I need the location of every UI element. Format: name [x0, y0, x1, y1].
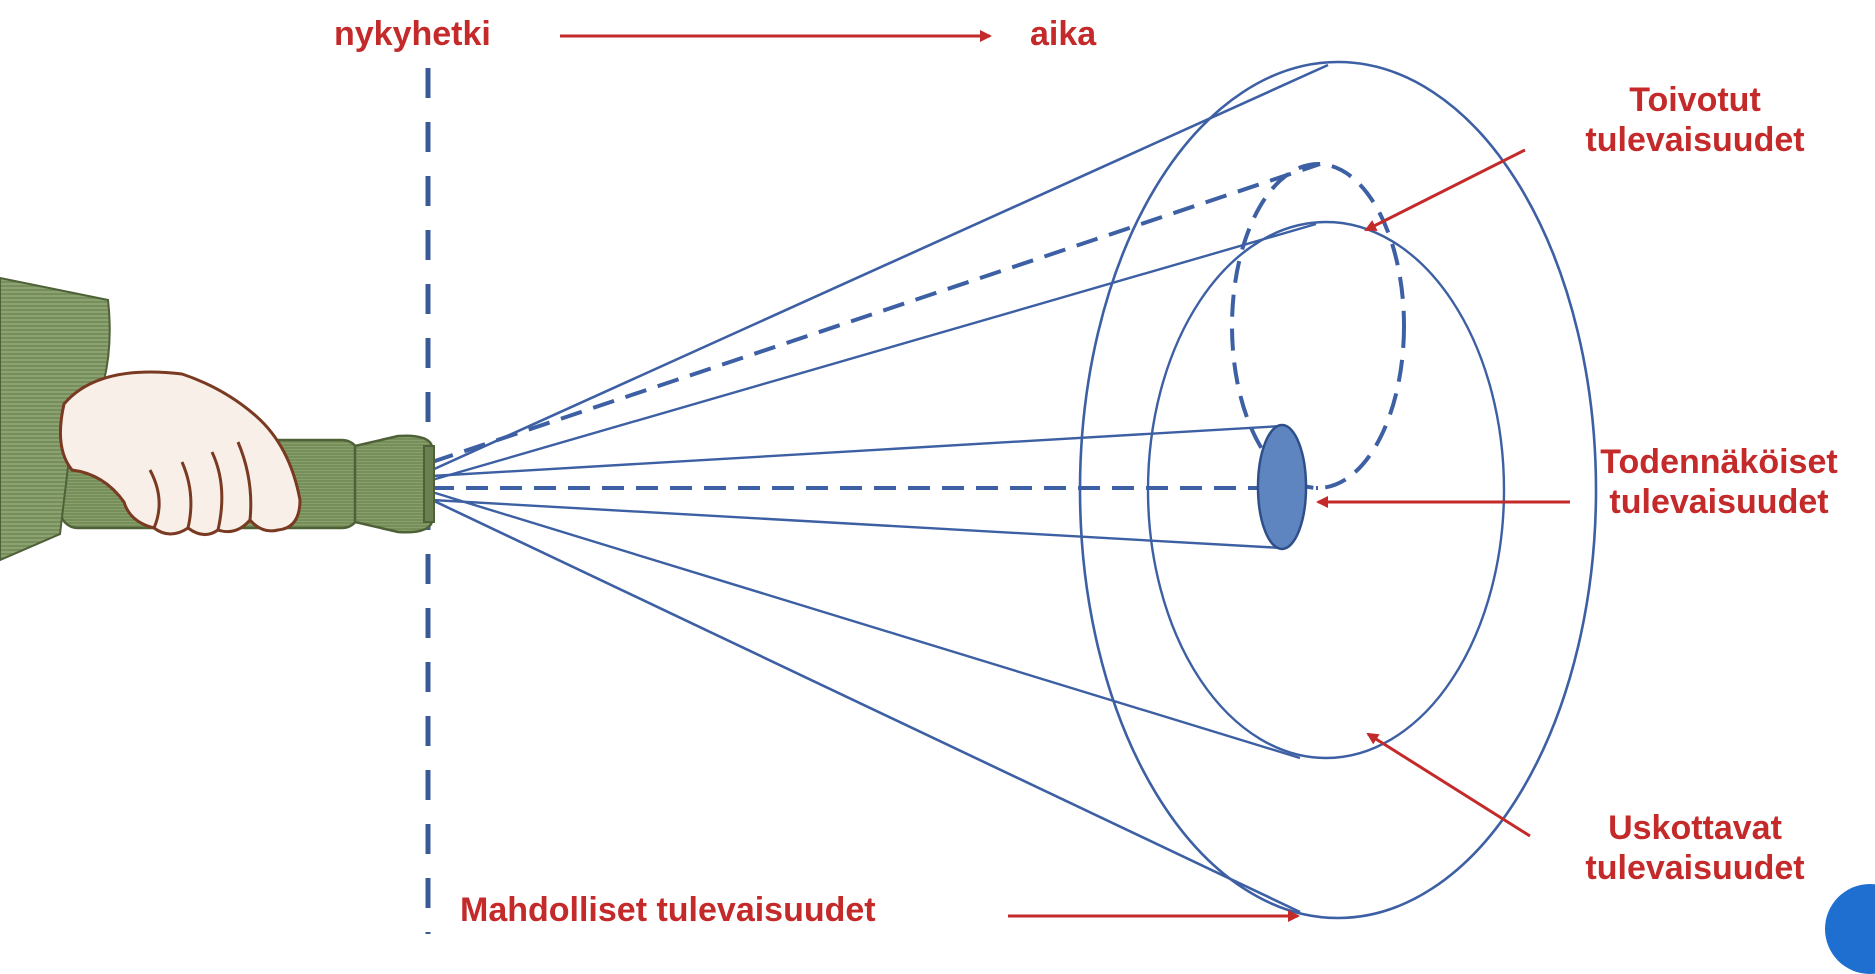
- plausible-label-line2: tulevaisuudet: [1585, 849, 1805, 887]
- probable-futures-label: Todennäköiset tulevaisuudet: [1574, 442, 1864, 522]
- now-label: nykyhetki: [334, 15, 491, 53]
- plausible-futures-label: Uskottavat tulevaisuudet: [1560, 808, 1830, 888]
- possible-futures-label: Mahdolliset tulevaisuudet: [460, 891, 876, 929]
- preferred-label-line1: Toivotut: [1629, 81, 1761, 119]
- probable-ellipse: [1256, 423, 1308, 551]
- time-label: aika: [1030, 15, 1097, 53]
- plausible-label-line1: Uskottavat: [1608, 809, 1782, 847]
- probable-cone: [431, 424, 1283, 550]
- plausible-cone: [431, 220, 1506, 760]
- plausible-arrow: [1366, 732, 1531, 838]
- preferred-futures-label: Toivotut tulevaisuudet: [1560, 80, 1830, 160]
- probable-label-line1: Todennäköiset: [1600, 443, 1838, 481]
- diagram-canvas: [0, 30, 1598, 934]
- futures-cone-diagram: nykyhetki aika Toivotut tulevaisuudet To…: [0, 15, 1875, 974]
- preferred-arrow: [1364, 148, 1526, 232]
- preferred-label-line2: tulevaisuudet: [1585, 121, 1805, 159]
- probable-label-line2: tulevaisuudet: [1609, 483, 1829, 521]
- preferred-cone: [431, 162, 1406, 490]
- hand-icon: [58, 370, 302, 536]
